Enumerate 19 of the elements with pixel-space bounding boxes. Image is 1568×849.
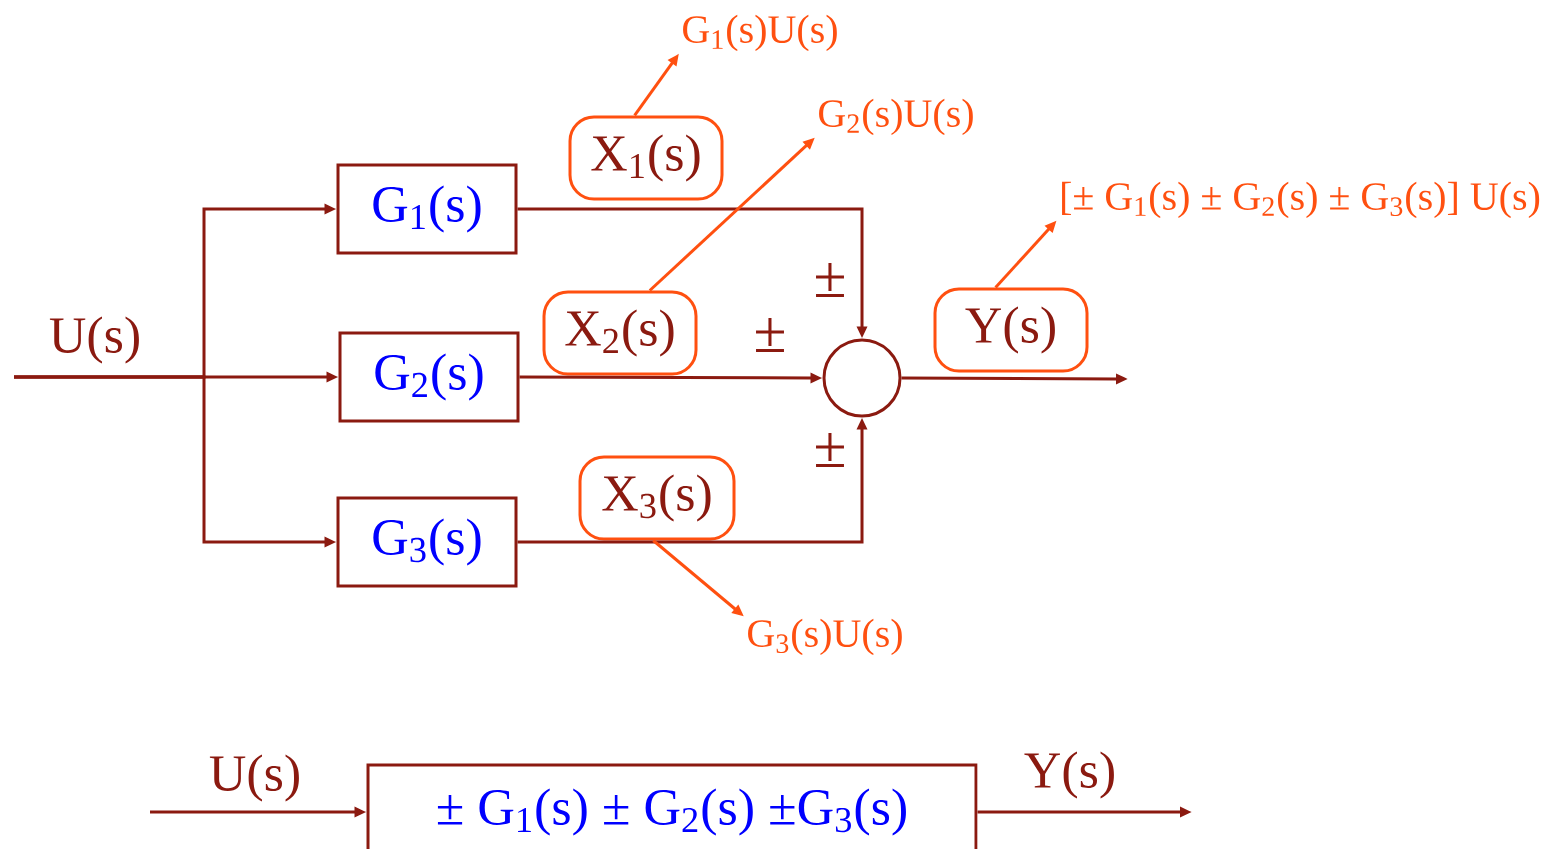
- signal-callout: Y(s): [933, 287, 1089, 373]
- signal-expression: G$_{2}$(s)U(s): [819, 98, 973, 136]
- signal-label: U(s): [209, 754, 299, 802]
- signal-expression: G$_{3}$(s)U(s): [748, 618, 902, 656]
- sign-label: ±: [816, 263, 844, 297]
- transfer-function-block: G$_{2}$(s): [338, 331, 520, 423]
- transfer-function-block: G$_{3}$(s): [336, 496, 518, 588]
- sign-label: ±: [756, 318, 784, 352]
- signal-expression: G$_{1}$(s)U(s): [683, 14, 837, 52]
- equivalent-block: ± G$_{1}$(s) ± G$_{2}$(s) ±G$_{3}$(s): [366, 763, 978, 849]
- transfer-function-block: G$_{1}$(s): [336, 163, 518, 255]
- signal-label: U(s): [49, 316, 139, 364]
- summing-junction: [822, 338, 902, 418]
- signal-label: Y(s): [1024, 751, 1114, 799]
- signal-callout: X$_{1}$(s): [568, 115, 724, 201]
- sign-label: ±: [816, 433, 844, 467]
- signal-callout: X$_{2}$(s): [542, 290, 698, 376]
- signal-expression: [± G$_{1}$(s) ± G$_{2}$(s) ± G$_{3}$(s)] U(s): [1062, 181, 1540, 219]
- signal-callout: X$_{3}$(s): [578, 455, 736, 541]
